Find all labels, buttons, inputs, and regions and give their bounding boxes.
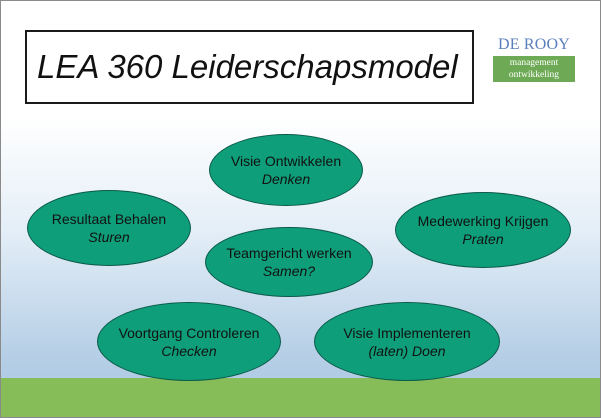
ellipse-visie-ontwikkelen: Visie Ontwikkelen Denken (209, 134, 363, 206)
logo-line-1: management (509, 58, 559, 68)
logo-brand: DE ROOY (493, 34, 575, 56)
ellipse-sub-label: Checken (161, 342, 217, 359)
ellipse-sub-label: Samen? (262, 263, 316, 279)
ellipse-sub-label: Sturen (88, 229, 130, 245)
ellipse-voortgang-controleren: Voortgang Controleren Checken (97, 302, 281, 381)
ellipse-resultaat-behalen: Resultaat Behalen Sturen (27, 190, 191, 266)
ellipse-sub-label: Praten (462, 231, 504, 247)
ellipse-main-label: Resultaat Behalen (51, 211, 167, 227)
ellipse-teamgericht-werken: Teamgericht werken Samen? (205, 227, 373, 297)
logo-line-2: ontwikkeling (508, 70, 560, 80)
slide-title: LEA 360 Leiderschapsmodel (37, 48, 458, 85)
de-rooy-logo: DE ROOY management ontwikkeling (493, 34, 575, 82)
title-box: LEA 360 Leiderschapsmodel (25, 30, 474, 104)
ellipse-medewerking-krijgen: Medewerking Krijgen Praten (395, 192, 571, 268)
logo-subtitle: management ontwikkeling (493, 56, 575, 82)
ellipse-main-label: Medewerking Krijgen (417, 213, 549, 229)
ellipse-sub-label: Denken (261, 171, 311, 187)
ellipse-main-label: Teamgericht werken (226, 245, 352, 261)
ellipse-main-label: Visie Ontwikkelen (230, 153, 342, 169)
ellipse-main-label: Voortgang Controleren (118, 324, 260, 341)
ellipse-sub-label: (laten) Doen (368, 342, 446, 359)
ellipse-visie-implementeren: Visie Implementeren (laten) Doen (314, 302, 500, 381)
ground-band (1, 378, 600, 417)
ellipse-main-label: Visie Implementeren (343, 324, 471, 341)
